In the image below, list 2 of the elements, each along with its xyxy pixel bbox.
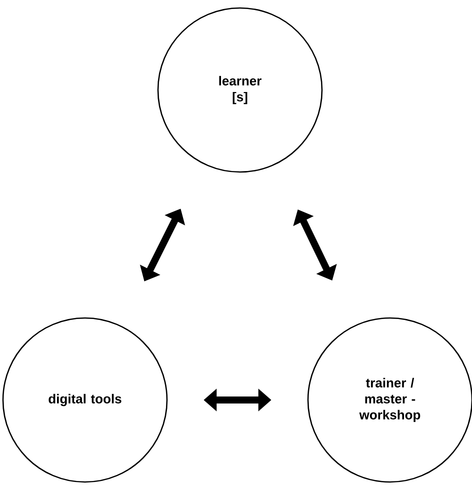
circle-node: digital tools <box>2 317 168 483</box>
circle-node: learner [s] <box>157 7 323 173</box>
